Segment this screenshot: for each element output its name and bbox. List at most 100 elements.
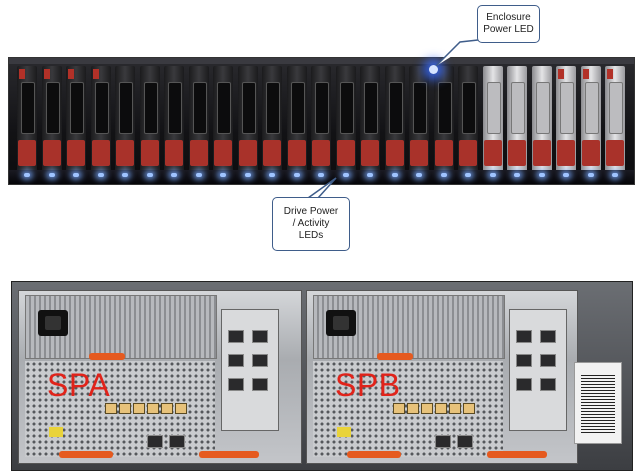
drive-latch <box>91 140 110 166</box>
drive-label-icon <box>92 69 99 79</box>
release-handle <box>487 451 547 458</box>
drive-carrier <box>580 66 601 172</box>
ethernet-port-icon <box>540 354 556 367</box>
sfp-port-icon <box>393 403 405 414</box>
drive-activity-led <box>24 173 30 177</box>
drive-latch <box>287 140 306 166</box>
mgmt-port-icon <box>435 435 451 448</box>
drive-activity-led <box>489 173 496 177</box>
drive-handle <box>339 82 354 134</box>
drive-carrier <box>507 66 527 172</box>
drive-latch <box>385 140 404 166</box>
storage-processor-a: SPA <box>18 290 302 464</box>
drive-label-icon <box>558 69 564 79</box>
drive-activity-led <box>342 173 349 177</box>
drive-carrier <box>433 66 454 172</box>
drive-handle <box>437 82 452 134</box>
ethernet-port-icon <box>252 330 268 343</box>
sp-label-b: SPB <box>335 367 401 403</box>
drive-latch <box>508 140 526 166</box>
drive-handle <box>241 82 256 134</box>
drive-latch <box>18 140 36 166</box>
callout-line: Drive Power <box>283 206 339 217</box>
serial-port-icon <box>337 427 351 437</box>
drive-carrier <box>213 66 233 172</box>
drive-handle <box>364 82 378 134</box>
enclosure-power-led <box>429 65 438 74</box>
drive-handle <box>511 82 525 134</box>
drive-handle <box>486 82 501 134</box>
drive-latch <box>459 140 477 166</box>
drive-carrier <box>384 66 405 172</box>
drive-activity-led <box>97 173 104 177</box>
drive-carrier <box>66 66 86 172</box>
drive-latch <box>532 140 551 166</box>
drive-carrier <box>139 66 160 172</box>
ethernet-port-icon <box>228 378 244 391</box>
drive-handle <box>609 82 623 134</box>
sfp-port-icon <box>421 403 433 414</box>
sfp-port-icon <box>161 403 173 414</box>
drive-latch <box>312 140 330 166</box>
callout-drive-power-activity-leds: Drive Power / Activity LEDs <box>272 197 350 251</box>
drive-carrier <box>90 66 111 172</box>
drive-latch <box>67 140 85 166</box>
drive-label-icon <box>607 69 613 79</box>
sfp-port-icon <box>175 403 187 414</box>
drive-latch <box>410 140 428 166</box>
drive-latch <box>263 140 281 166</box>
drive-activity-led <box>440 173 447 177</box>
drive-carrier <box>482 66 503 172</box>
drive-carrier <box>17 66 37 172</box>
drive-activity-led <box>563 173 569 177</box>
drive-activity-led <box>538 173 545 177</box>
drive-latch <box>361 140 379 166</box>
serial-port-icon <box>49 427 63 437</box>
drive-activity-led <box>391 173 398 177</box>
drive-latch <box>238 140 257 166</box>
drive-carrier <box>335 66 356 172</box>
mgmt-port-icon <box>147 435 163 448</box>
drive-handle <box>388 82 403 134</box>
drive-handle <box>560 82 574 134</box>
sfp-port-icon <box>407 403 419 414</box>
drive-activity-led <box>122 173 128 177</box>
drive-carrier <box>115 66 135 172</box>
drive-latch <box>557 140 575 166</box>
drive-activity-led <box>416 173 422 177</box>
drive-activity-led <box>220 173 226 177</box>
storage-processor-b: SPB <box>306 290 578 464</box>
drive-activity-led <box>293 173 300 177</box>
drive-latch <box>116 140 134 166</box>
sp-label-a: SPA <box>47 367 111 403</box>
drive-latch <box>483 140 502 166</box>
io-module-b <box>509 309 567 431</box>
power-supply-b <box>313 295 505 359</box>
drive-activity-led <box>195 173 202 177</box>
drive-latch <box>140 140 159 166</box>
drive-handle <box>94 82 109 134</box>
drive-latch <box>606 140 624 166</box>
drive-activity-led <box>73 173 79 177</box>
drive-handle <box>119 82 133 134</box>
drive-activity-led <box>171 173 177 177</box>
power-inlet-icon <box>326 310 356 336</box>
drive-carrier <box>458 66 478 172</box>
sfp-port-icon <box>133 403 145 414</box>
sfp-port-icon <box>435 403 447 414</box>
drive-handle <box>143 82 158 134</box>
drive-activity-led <box>612 173 618 177</box>
drive-handle <box>315 82 329 134</box>
drive-activity-led <box>514 173 520 177</box>
release-handle <box>377 353 413 360</box>
drive-activity-led <box>367 173 373 177</box>
callout-line: Power LED <box>483 24 534 35</box>
drive-carrier <box>188 66 209 172</box>
drive-label-icon <box>19 69 25 79</box>
drive-handle <box>45 82 60 134</box>
sfp-port-icon <box>105 403 117 414</box>
release-handle <box>199 451 259 458</box>
drive-activity-led <box>48 173 55 177</box>
drive-latch <box>42 140 61 166</box>
drive-carrier <box>360 66 380 172</box>
